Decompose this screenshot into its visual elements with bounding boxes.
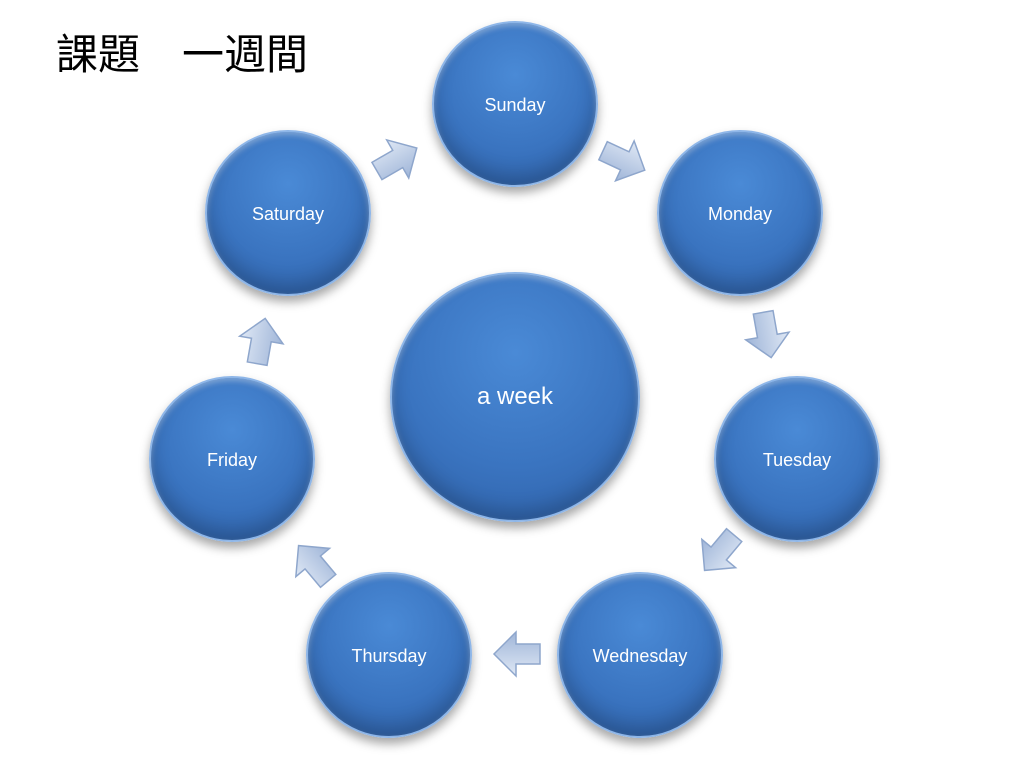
day-label-saturday: Saturday	[251, 204, 325, 224]
day-label-thursday: Thursday	[351, 646, 427, 666]
arrow-thursday-to-friday	[294, 544, 337, 589]
arrow-tuesday-to-wednesday	[700, 527, 743, 572]
day-node-tuesday: Tuesday	[714, 376, 880, 542]
slide-title: 課題 一週間	[56, 30, 309, 79]
day-node-thursday: Thursday	[306, 572, 472, 738]
day-label-monday: Monday	[707, 204, 773, 224]
day-node-wednesday: Wednesday	[557, 572, 723, 738]
day-label-sunday: Sunday	[484, 95, 546, 115]
day-node-friday: Friday	[149, 376, 315, 542]
arrow-friday-to-saturday	[237, 317, 285, 367]
arrow-wednesday-to-thursday	[492, 630, 541, 678]
day-label-tuesday: Tuesday	[762, 450, 832, 470]
center-node-label: a week	[476, 383, 554, 410]
arrow-saturday-to-sunday	[370, 138, 418, 181]
day-label-wednesday: Wednesday	[592, 646, 688, 666]
arrow-sunday-to-monday	[597, 138, 646, 183]
day-label-friday: Friday	[206, 450, 257, 470]
center-node: a week	[390, 272, 640, 522]
day-node-sunday: Sunday	[432, 21, 598, 187]
day-node-saturday: Saturday	[205, 130, 371, 296]
arrow-monday-to-tuesday	[743, 309, 791, 359]
day-node-monday: Monday	[657, 130, 823, 296]
